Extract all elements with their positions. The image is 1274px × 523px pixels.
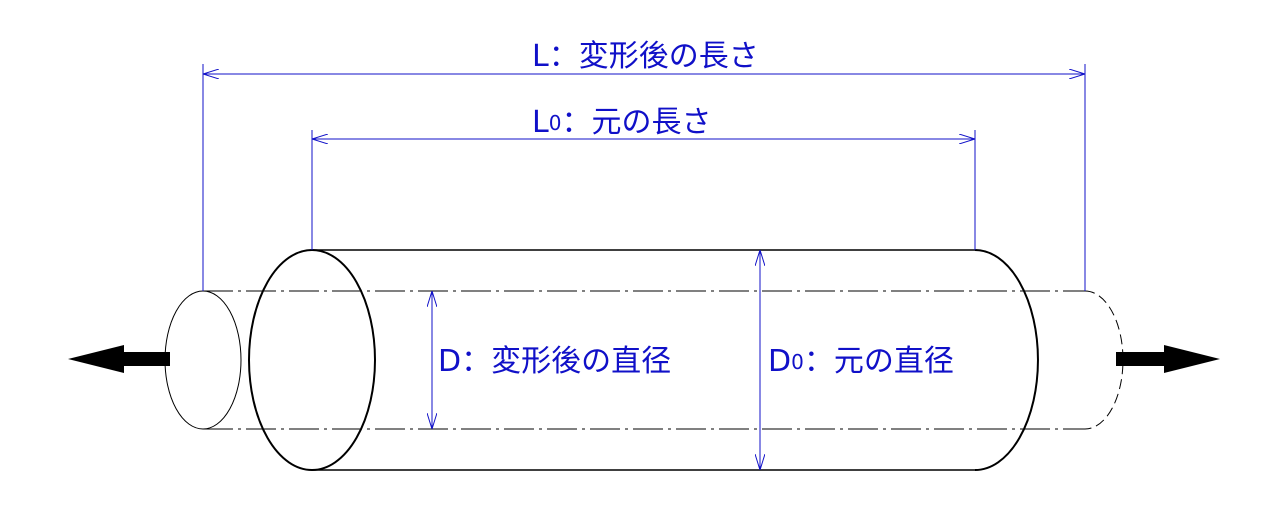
tension-arrow-left-icon (68, 345, 170, 373)
tension-arrow-right-icon (1116, 345, 1220, 373)
label-original-length: L0：元の長さ (532, 105, 711, 140)
label-original-diameter-subscript: 0 (791, 350, 804, 374)
label-deformed-diameter: D：変形後の直径 (438, 344, 671, 379)
deformed-left-end (164, 290, 242, 430)
dimension-L (202, 64, 1086, 291)
label-original-diameter-text: ：元の直径 (804, 344, 954, 379)
original-left-end (248, 249, 376, 471)
label-original-diameter-symbol: D (768, 344, 791, 379)
label-original-length-text: ：元の長さ (561, 105, 711, 140)
label-deformed-length: L：変形後の長さ (532, 39, 759, 74)
deformed-right-end (1084, 290, 1124, 430)
dimension-L0 (311, 130, 976, 250)
label-original-length-symbol: L (532, 105, 549, 140)
original-right-end (974, 249, 1039, 471)
original-cylinder (248, 249, 1039, 471)
label-original-diameter: D0：元の直径 (768, 344, 954, 379)
label-original-length-subscript: 0 (549, 111, 562, 135)
